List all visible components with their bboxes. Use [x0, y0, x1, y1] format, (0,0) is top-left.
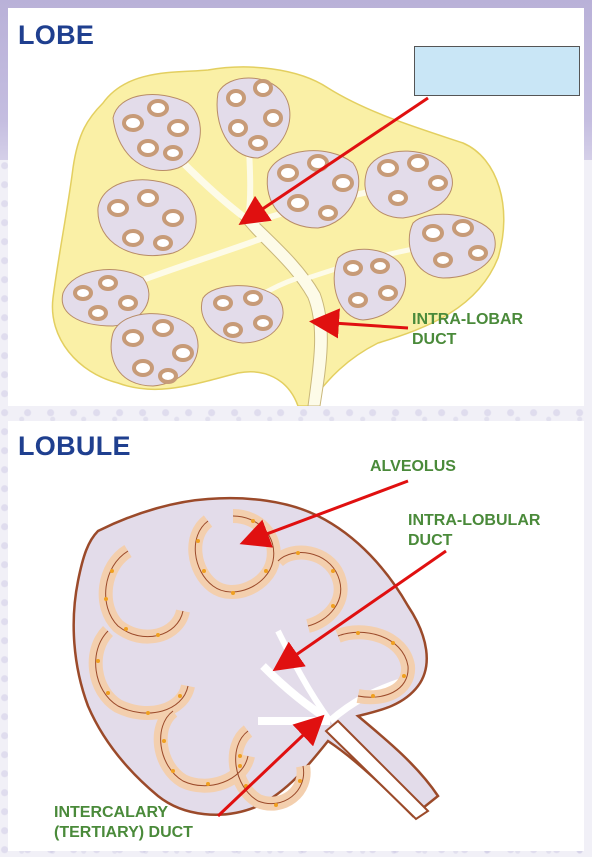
intra-lobar-duct-shape [239, 217, 328, 406]
alveoli-outline [95, 515, 409, 805]
label-intra-lobar-duct: INTRA-LOBAR DUCT [412, 311, 524, 348]
label-intra-lobular-duct: INTRA-LOBULAR DUCT [408, 512, 541, 549]
intra-lobular-duct-shape [324, 719, 430, 821]
lobe-diagram [51, 66, 505, 406]
lobule-title: LOBULE [18, 431, 131, 461]
blank-answer-box[interactable] [414, 46, 580, 96]
lobule-diagram [72, 479, 447, 821]
label-intercalary-duct: INTERCALARY (TERTIARY) DUCT [54, 804, 193, 841]
alveoli-group [73, 79, 488, 384]
label-alveolus: ALVEOLUS [370, 458, 456, 475]
lobe-panel: LOBE INTRA-LOBAR DUCT [8, 8, 584, 406]
lobule-panel: LOBULE ALVEOLUS INTRA-LOBULAR DUCT INTER… [8, 421, 584, 851]
arrow-intra-lobar-duct [309, 308, 409, 339]
arrow-alveolus [239, 479, 409, 548]
arrow-answer-box [238, 96, 429, 226]
arrow-intercalary-duct [216, 714, 325, 818]
arrow-intra-lobular-duct [272, 549, 447, 672]
lobule-cluster-8 [61, 269, 150, 327]
lobe-title: LOBE [18, 20, 95, 50]
